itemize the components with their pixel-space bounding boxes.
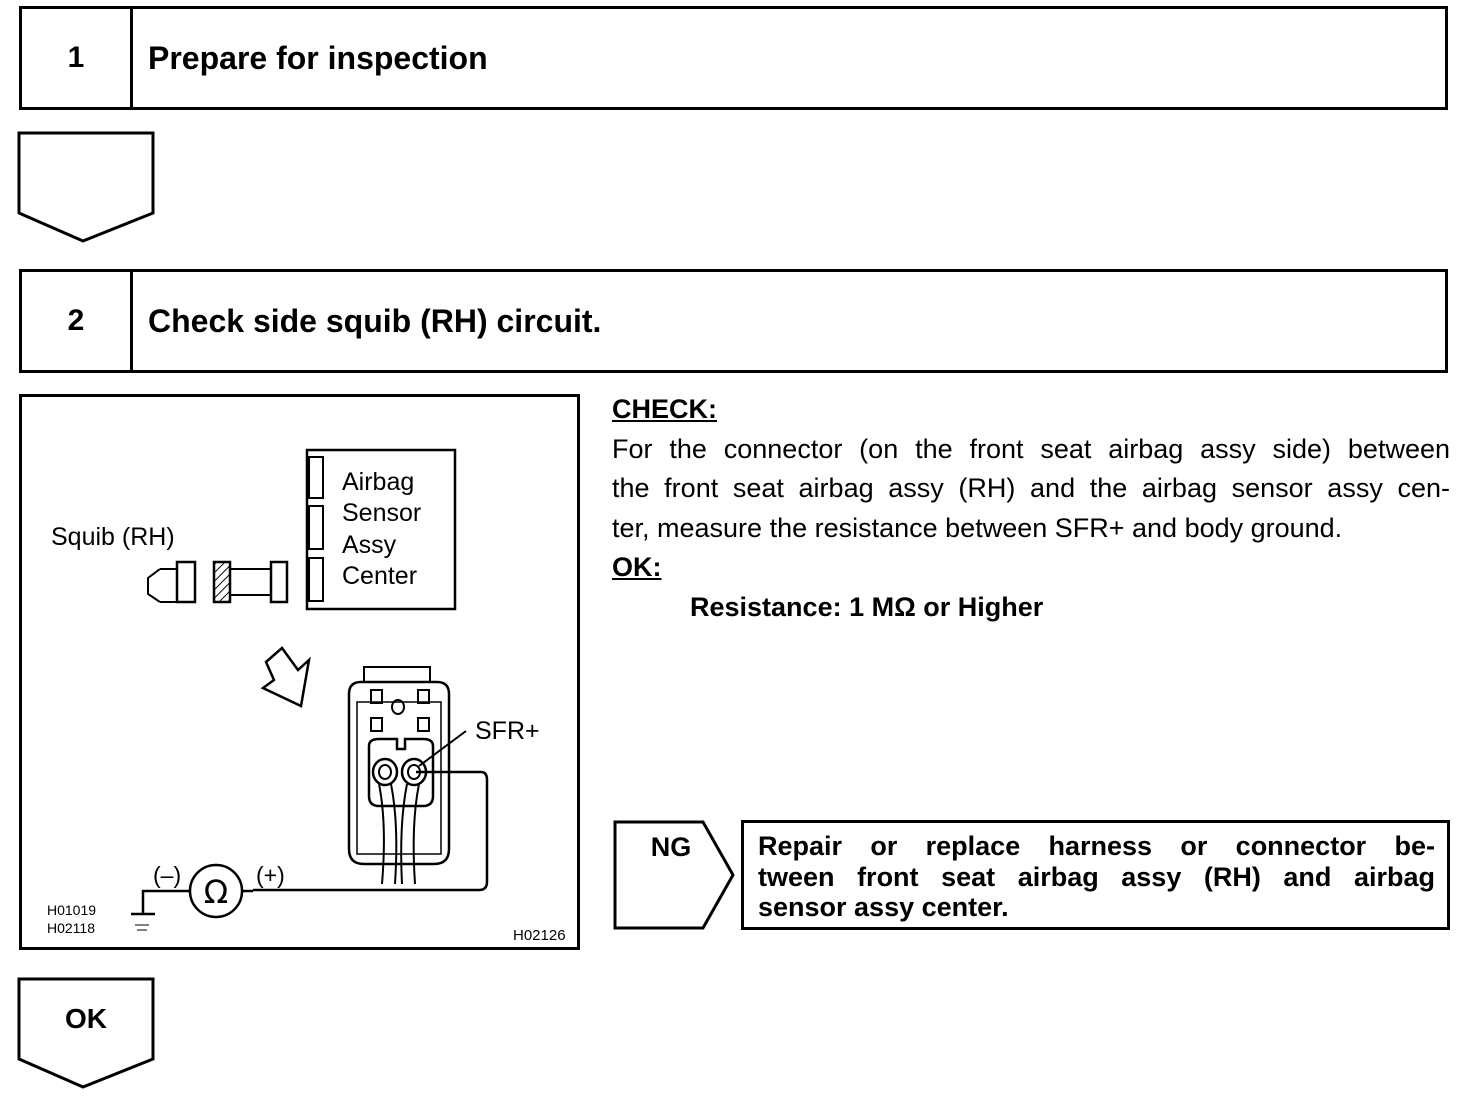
squib-label: Squib (RH) xyxy=(51,523,175,551)
check-section: CHECK: For the connector (on the front s… xyxy=(612,390,1450,627)
ng-action-line: sensor assy center. xyxy=(758,892,1009,922)
ng-action-box: Repair or replace harness or connector b… xyxy=(741,820,1450,930)
step-1-header: 1 Prepare for inspection xyxy=(19,6,1448,110)
ng-arrow-icon: NG xyxy=(613,820,735,930)
meter-minus-label: (–) xyxy=(153,862,181,888)
ok-heading: OK: xyxy=(612,552,662,582)
check-line: ter, measure the resistance between SFR+… xyxy=(612,512,1343,543)
ohm-symbol: Ω xyxy=(204,873,228,911)
step-2-header: 2 Check side squib (RH) circuit. xyxy=(19,269,1448,373)
check-line: For the connector (on the front seat air… xyxy=(612,433,1450,464)
ng-action-line: Repair or replace harness or connector b… xyxy=(758,831,1435,861)
harness-connector xyxy=(212,560,232,604)
step-title: Prepare for inspection xyxy=(148,39,488,76)
ok-down-arrow-icon xyxy=(17,977,155,1089)
ecu-label-line: Assy xyxy=(342,531,397,559)
meter-lead-negative xyxy=(141,889,190,914)
step-number: 1 xyxy=(22,9,133,107)
check-heading: CHECK: xyxy=(612,394,717,424)
figure-code: H02126 xyxy=(513,927,566,944)
circuit-figure: Airbag Sensor Assy Center Squib (RH) xyxy=(19,394,580,950)
ng-label: NG xyxy=(651,832,692,862)
meter-lead-positive xyxy=(253,770,489,892)
ref-code: H02118 xyxy=(47,920,95,936)
terminal-label: SFR+ xyxy=(475,717,540,745)
squib-connector xyxy=(175,560,197,604)
step-number: 2 xyxy=(22,272,133,370)
ecu-label-line: Sensor xyxy=(342,499,421,527)
ok-arrow-label: OK xyxy=(65,1003,107,1034)
meter-plus-label: (+) xyxy=(256,862,285,888)
ecu-label-line: Center xyxy=(342,562,417,590)
connector-front-view xyxy=(347,666,451,885)
step-title: Check side squib (RH) circuit. xyxy=(148,302,602,339)
resistance-spec: Resistance: 1 MΩ or Higher xyxy=(690,591,1044,622)
ng-action-line: tween front seat airbag assy (RH) and ai… xyxy=(758,861,1435,892)
ecu-box xyxy=(305,448,457,611)
down-arrow-icon xyxy=(17,131,155,243)
ref-code: H01019 xyxy=(47,902,96,918)
check-line: the front seat airbag assy (RH) and the … xyxy=(612,473,1450,503)
ecu-label-line: Airbag xyxy=(342,468,414,496)
view-direction-arrow-icon xyxy=(260,646,311,708)
